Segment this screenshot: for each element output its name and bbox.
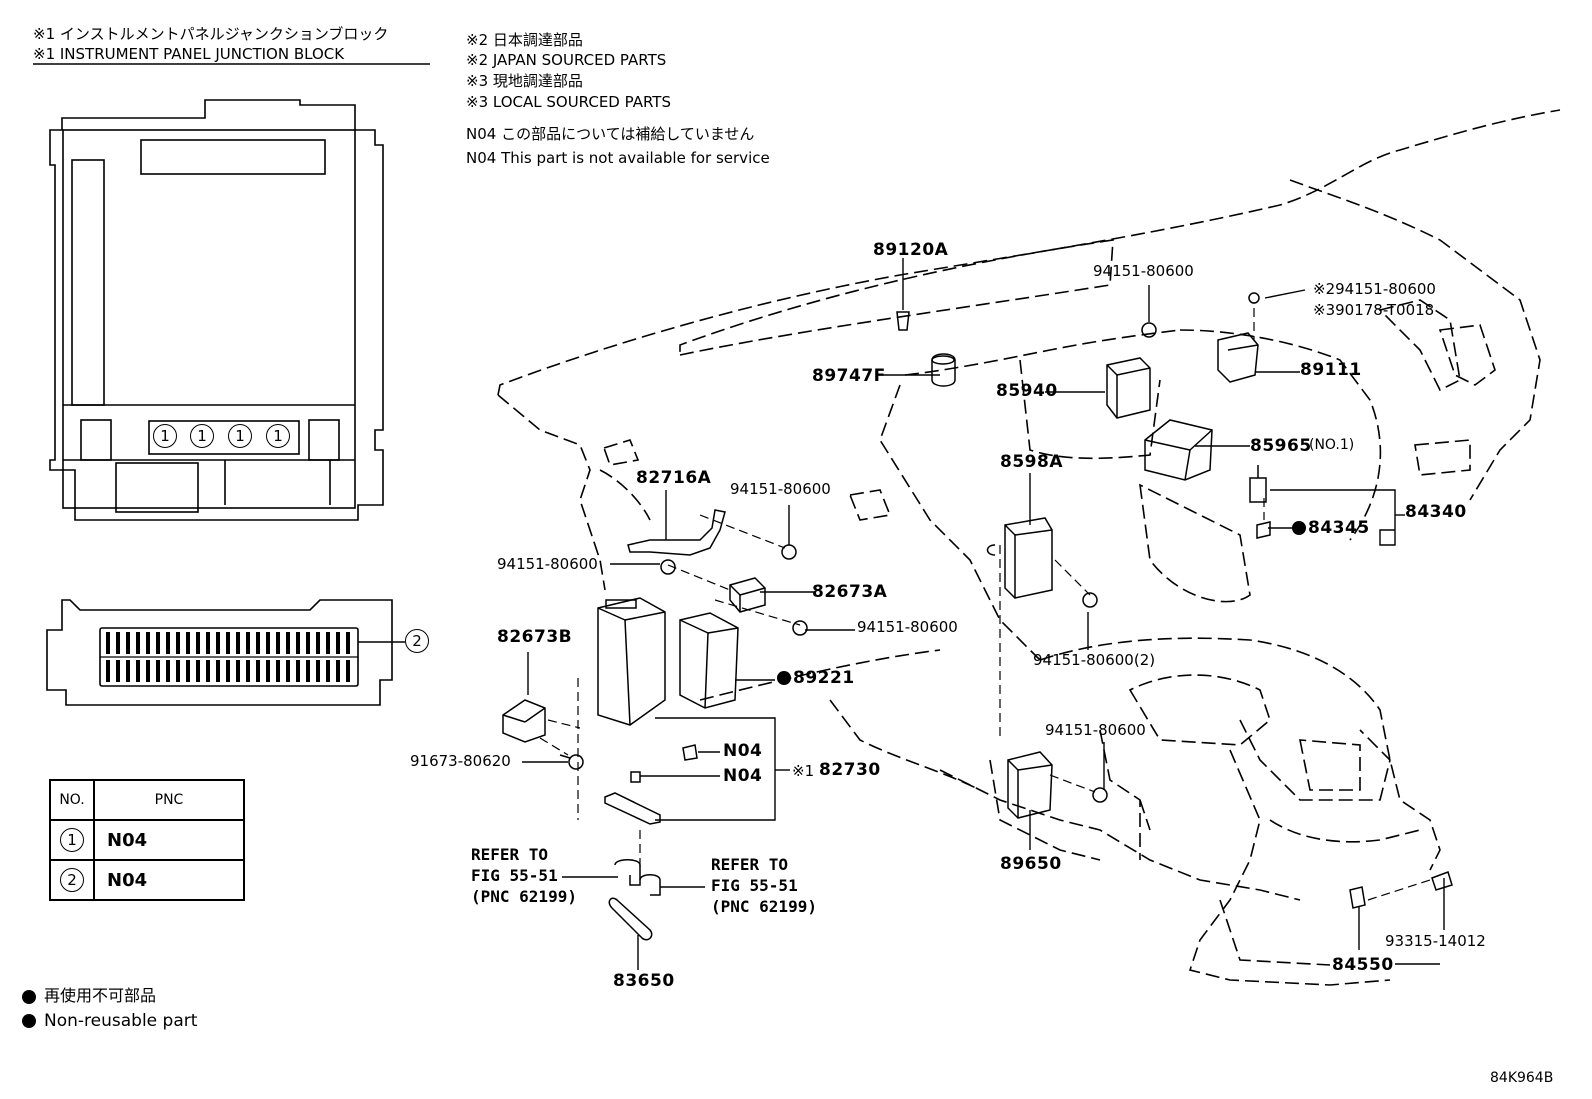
figure-code: 84K964B	[1490, 1070, 1554, 1086]
legend-japanese: 再使用不可部品	[22, 986, 156, 1006]
note3-japanese: ※3 現地調達部品	[466, 72, 583, 90]
row-number: 2	[60, 868, 84, 892]
label-84340: 84340	[1405, 502, 1467, 522]
label-93315: 93315-14012	[1385, 932, 1486, 950]
label-94151-top: 94151-80600	[1093, 262, 1194, 280]
label-84345: 84345	[1292, 518, 1370, 538]
label-star2-94151: ※294151-80600	[1313, 280, 1436, 298]
refer-note-2-line1: REFER TO	[711, 855, 789, 874]
refer-note-1-line1: REFER TO	[471, 845, 549, 864]
label-85940: 85940	[996, 381, 1058, 401]
refer-note-1-line3: (PNC 62199)	[471, 887, 577, 906]
callout-1c: 1	[228, 424, 252, 448]
callout-1a: 1	[153, 424, 177, 448]
junction-block-top-view	[49, 99, 384, 521]
instrument-panel-outline	[497, 109, 1561, 986]
note1-japanese: ※1 インストルメントパネルジャンクションブロック	[33, 25, 389, 43]
part-sketches	[502, 292, 1453, 941]
label-89650: 89650	[1000, 854, 1062, 874]
note2-japanese: ※2 日本調達部品	[466, 31, 583, 49]
label-85965: 85965	[1250, 436, 1312, 456]
note3-english: ※3 LOCAL SOURCED PARTS	[466, 93, 671, 111]
label-82730-mark: ※1	[792, 762, 815, 780]
junction-block-side-view	[46, 599, 405, 706]
label-89111: 89111	[1300, 360, 1362, 380]
n04-note-japanese: N04 この部品については補給していません	[466, 125, 755, 143]
refer-note-1-line2: FIG 55-51	[471, 866, 558, 885]
table-row: 2 N04	[49, 859, 245, 901]
label-89221: 89221	[777, 668, 855, 688]
bullet-icon	[22, 989, 36, 1004]
label-82673A: 82673A	[812, 582, 888, 602]
note2-english: ※2 JAPAN SOURCED PARTS	[466, 51, 667, 69]
table-header-no: NO.	[49, 779, 95, 821]
bullet-icon	[22, 1014, 36, 1028]
label-N04-a: N04	[723, 741, 763, 761]
label-94151-f: 94151-80600	[1045, 721, 1146, 739]
callout-1d: 1	[266, 424, 290, 448]
label-82716A: 82716A	[636, 468, 712, 488]
refer-note-2-line2: FIG 55-51	[711, 876, 798, 895]
label-89120A: 89120A	[873, 240, 949, 260]
label-84550: 84550	[1332, 955, 1394, 975]
label-91673: 91673-80620	[410, 752, 511, 770]
callout-2: 2	[405, 629, 429, 653]
callout-1b: 1	[190, 424, 214, 448]
label-82730: 82730	[819, 760, 881, 780]
label-94151-b: 94151-80600	[730, 480, 831, 498]
label-83650: 83650	[613, 971, 675, 991]
legend-english: Non-reusable part	[22, 1011, 197, 1031]
table-row: 1 N04	[49, 819, 245, 861]
label-94151-e: 94151-80600(2)	[1033, 651, 1156, 669]
row-pnc: N04	[93, 859, 245, 901]
label-94151-c: 94151-80600	[497, 555, 598, 573]
non-reusable-dot-icon	[777, 671, 791, 685]
leader-lines	[522, 258, 1445, 970]
table-header-pnc: PNC	[93, 779, 245, 821]
row-pnc: N04	[93, 819, 245, 861]
label-82673B: 82673B	[497, 627, 573, 647]
note1-english: ※1 INSTRUMENT PANEL JUNCTION BLOCK	[33, 45, 345, 63]
assembly-guides	[539, 308, 1431, 901]
label-star3-90178: ※390178-T0018	[1313, 301, 1435, 319]
n04-note-english: N04 This part is not available for servi…	[466, 149, 770, 167]
connector-pins	[106, 632, 350, 682]
label-N04-b: N04	[723, 766, 763, 786]
label-89747F: 89747F	[812, 366, 886, 386]
label-85965-no: (NO.1)	[1309, 437, 1355, 453]
pnc-table: NO. PNC 1 N04 2 N04	[49, 779, 245, 901]
row-number: 1	[60, 828, 84, 852]
label-94151-d: 94151-80600	[857, 618, 958, 636]
label-8598A: 8598A	[1000, 452, 1063, 472]
refer-note-2-line3: (PNC 62199)	[711, 897, 817, 916]
non-reusable-dot-icon	[1292, 521, 1306, 535]
